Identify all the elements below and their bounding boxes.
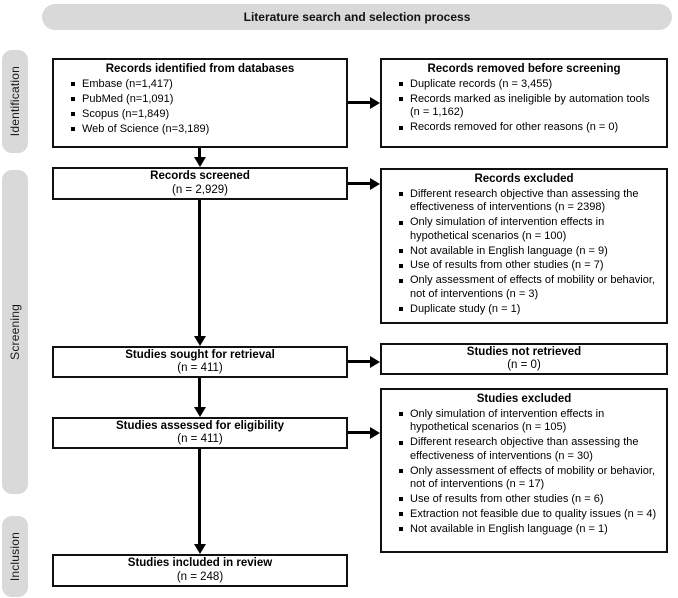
diagram-title: Literature search and selection process — [42, 4, 672, 30]
arrow-right-sought-to-not-retrieved — [348, 360, 370, 363]
box-title: Studies included in review — [127, 557, 273, 570]
list-item: PubMed (n=1,091) — [70, 93, 338, 106]
list-item: Duplicate records (n = 3,455) — [398, 78, 658, 91]
arrow-down-screened-to-sought — [198, 200, 201, 337]
arrow-down-sought-to-assessed — [198, 378, 201, 408]
box-title: Records screened — [150, 170, 250, 183]
bullet-list: Different research objective than assess… — [382, 188, 666, 316]
box-count: (n = 411) — [177, 433, 223, 446]
list-item: Not available in English language (n = 9… — [398, 245, 658, 258]
stage-bar-screening: Screening — [2, 170, 28, 494]
box-count: (n = 0) — [507, 359, 541, 372]
box-title: Studies not retrieved — [466, 345, 582, 358]
stage-bar-inclusion: Inclusion — [2, 516, 28, 597]
list-item: Extraction not feasible due to quality i… — [398, 508, 658, 521]
list-item: Only simulation of intervention effects … — [398, 408, 658, 435]
list-item: Only assessment of effects of mobility o… — [398, 465, 658, 492]
box-studies-assessed: Studies assessed for eligibility (n = 41… — [52, 417, 348, 449]
box-studies-not-retrieved: Studies not retrieved (n = 0) — [380, 343, 668, 375]
stage-bar-identification: Identification — [2, 50, 28, 153]
box-studies-included: Studies included in review (n = 248) — [52, 554, 348, 587]
list-item: Records marked as ineligible by automati… — [398, 93, 658, 120]
list-item: Not available in English language (n = 1… — [398, 523, 658, 536]
list-item: Different research objective than assess… — [398, 188, 658, 215]
bullet-list: Only simulation of intervention effects … — [382, 408, 666, 536]
list-item: Records removed for other reasons (n = 0… — [398, 121, 658, 134]
arrow-right-assessed-to-excluded — [348, 431, 370, 434]
list-item: Only simulation of intervention effects … — [398, 216, 658, 243]
arrow-down-assessed-to-included — [198, 449, 201, 545]
box-title: Studies assessed for eligibility — [115, 419, 285, 432]
box-title: Records identified from databases — [105, 63, 295, 75]
arrow-right-identified-to-removed — [348, 101, 370, 104]
list-item: Use of results from other studies (n = 7… — [398, 259, 658, 272]
box-records-excluded: Records excluded Different research obje… — [380, 168, 668, 324]
stage-label-identification: Identification — [8, 66, 22, 137]
box-records-removed: Records removed before screening Duplica… — [380, 58, 668, 148]
list-item: Web of Science (n=3,189) — [70, 123, 338, 136]
list-item: Scopus (n=1,849) — [70, 108, 338, 121]
box-title: Records removed before screening — [427, 63, 621, 75]
box-records-screened: Records screened (n = 2,929) — [52, 167, 348, 200]
bullet-list: Embase (n=1,417) PubMed (n=1,091) Scopus (… — [54, 78, 346, 136]
box-count: (n = 411) — [177, 362, 223, 375]
stage-label-screening: Screening — [8, 304, 22, 360]
box-title: Studies excluded — [476, 393, 572, 405]
box-records-identified: Records identified from databases Embase… — [52, 58, 348, 148]
arrow-right-screened-to-excluded — [348, 182, 370, 185]
list-item: Only assessment of effects of mobility o… — [398, 274, 658, 301]
box-title: Studies sought for retrieval — [125, 348, 275, 361]
list-item: Duplicate study (n = 1) — [398, 303, 658, 316]
list-item: Different research objective than assess… — [398, 436, 658, 463]
list-item: Use of results from other studies (n = 6… — [398, 493, 658, 506]
list-item: Embase (n=1,417) — [70, 78, 338, 91]
box-count: (n = 2,929) — [172, 183, 228, 196]
box-studies-excluded: Studies excluded Only simulation of inte… — [380, 388, 668, 553]
arrow-down-identified-to-screened — [198, 148, 201, 158]
stage-label-inclusion: Inclusion — [8, 531, 22, 582]
box-studies-sought: Studies sought for retrieval (n = 411) — [52, 346, 348, 378]
box-title: Records excluded — [474, 173, 574, 185]
box-count: (n = 248) — [176, 570, 224, 583]
bullet-list: Duplicate records (n = 3,455) Records mar… — [382, 78, 666, 135]
